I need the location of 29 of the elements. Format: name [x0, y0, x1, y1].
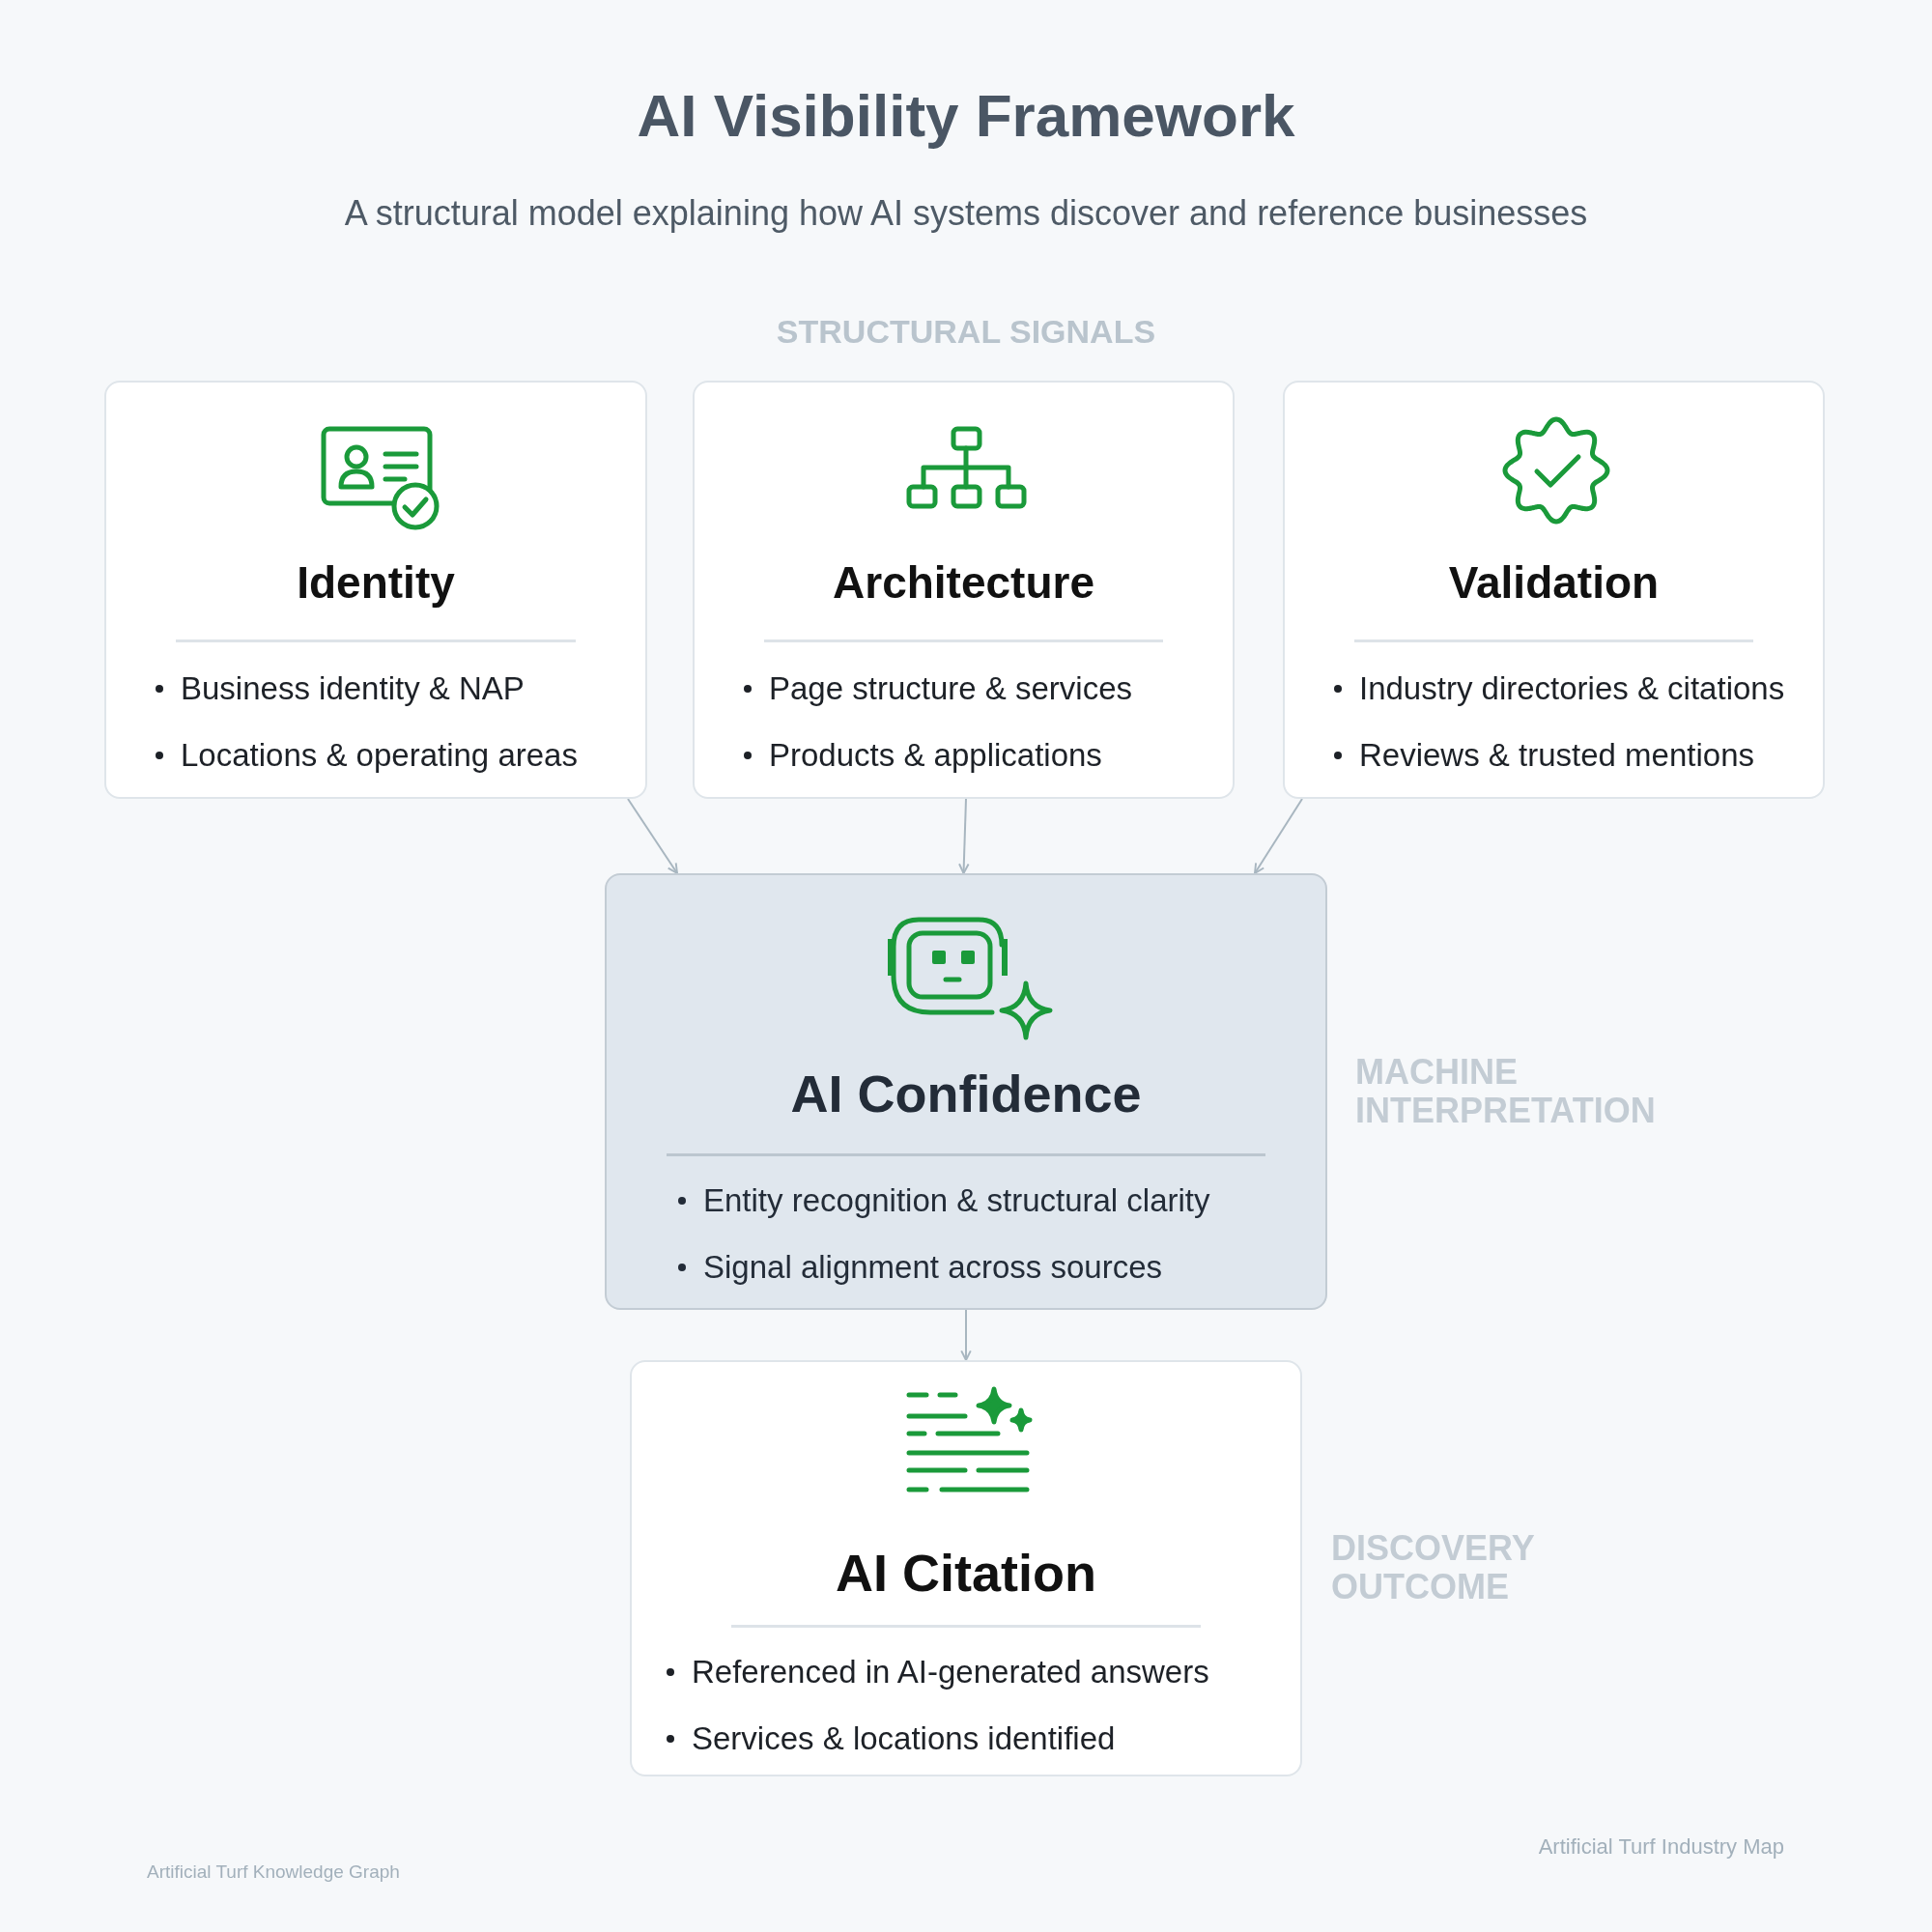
arrow — [627, 798, 678, 874]
card — [1283, 381, 1825, 799]
arrow — [958, 798, 970, 874]
card-heading: AI Citation — [835, 1542, 1097, 1604]
footer-text: Artificial Turf Knowledge Graph — [147, 1861, 401, 1884]
bullet-text: Signal alignment across sources — [703, 1248, 1163, 1287]
bullet-text: Page structure & services — [769, 669, 1132, 708]
bullet-text: Services & locations identified — [692, 1719, 1116, 1758]
section-label: STRUCTURAL SIGNALS — [775, 312, 1157, 352]
card-heading: Validation — [1447, 556, 1661, 611]
arrow — [960, 1309, 972, 1361]
bullet-text: Industry directories & citations — [1359, 669, 1785, 708]
bullet-text: Products & applications — [769, 736, 1102, 775]
bullet-text: Reviews & trusted mentions — [1359, 736, 1754, 775]
title: AI Visibility Framework — [636, 81, 1296, 151]
bullet-text: Locations & operating areas — [181, 736, 578, 775]
footer-text: Artificial Turf Industry Map — [1537, 1833, 1784, 1861]
bullet-text: Business identity & NAP — [181, 669, 525, 708]
card-heading: Architecture — [832, 556, 1095, 611]
card-heading: Identity — [296, 556, 456, 611]
card — [630, 1360, 1302, 1776]
bullet-text: Referenced in AI-generated answers — [692, 1653, 1209, 1691]
subtitle: A structural model explaining how AI systems discover and reference businesses — [343, 192, 1589, 235]
arrow — [1254, 798, 1303, 874]
highlight-card — [605, 873, 1327, 1310]
card-heading: AI Confidence — [789, 1063, 1143, 1124]
bullet-text: Entity recognition & structural clarity — [703, 1181, 1210, 1220]
card — [104, 381, 647, 799]
card — [693, 381, 1235, 799]
